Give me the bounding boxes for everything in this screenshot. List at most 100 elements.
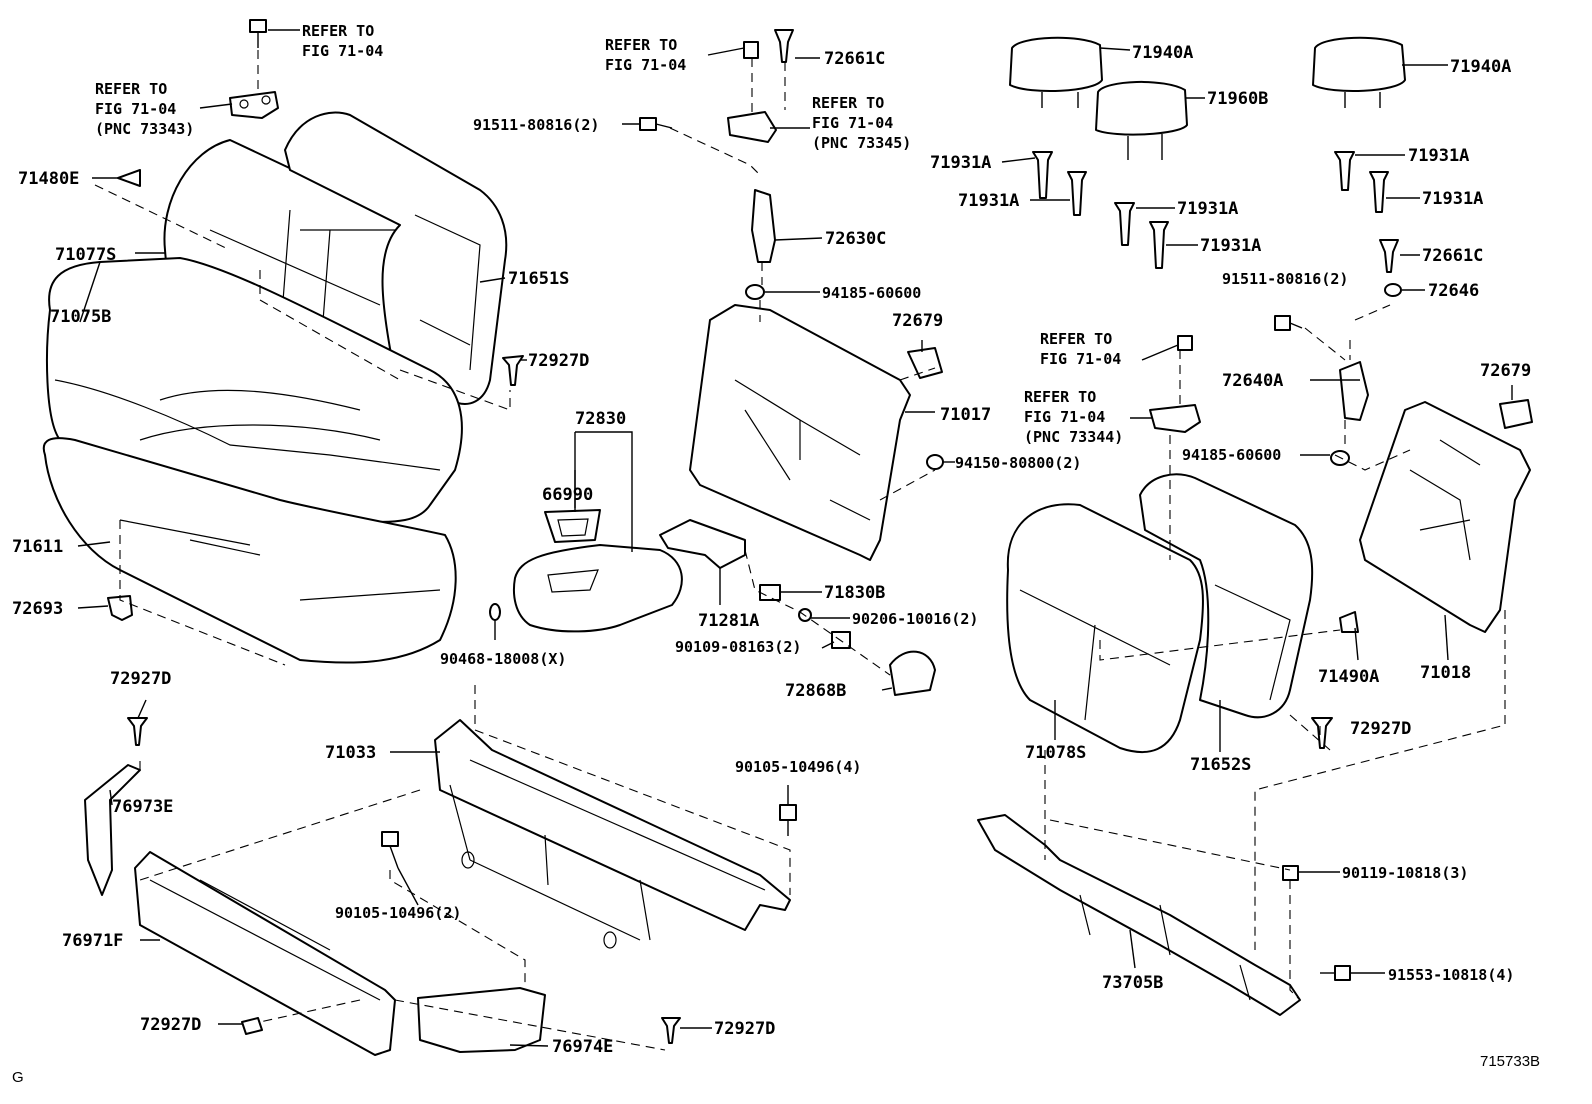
label-71931A-b: 71931A [958,191,1019,211]
label-71960B: 71960B [1207,89,1268,109]
label-72630C: 72630C [825,229,886,249]
label-72661C-b: 72661C [1422,246,1483,266]
label-76974E: 76974E [552,1037,613,1057]
label-72927D-c: 72927D [140,1015,201,1035]
pin-72661C-b [1379,239,1399,273]
label-refer-d-line1: REFER TO [812,94,884,112]
trim-76973E [84,764,141,896]
label-66990: 66990 [542,485,593,505]
label-71017: 71017 [940,405,991,425]
pin-72661C-a [774,29,794,63]
corner-label-left: G [12,1069,24,1086]
cover-72868B [889,650,936,696]
bolt-refer-c [743,41,759,59]
label-90105-10496-4: 90105-10496(4) [735,758,861,776]
label-71931A-a: 71931A [930,153,991,173]
nut-72646 [1384,283,1402,297]
label-72693: 72693 [12,599,63,619]
cup-holder-66990 [544,509,601,543]
label-94150-80800: 94150-80800(2) [955,454,1081,472]
guide-71931A-set [1032,151,1389,269]
label-71480E: 71480E [18,169,79,189]
clip-71490A [1339,611,1359,633]
label-refer-c-line1: REFER TO [605,36,677,54]
label-71931A-e: 71931A [1408,146,1469,166]
label-90468-18008: 90468-18008(X) [440,650,566,668]
label-71931A-c: 71931A [1177,199,1238,219]
seatback-71651S [284,111,508,405]
label-71931A-f: 71931A [1422,189,1483,209]
headrest-71960B [1095,81,1188,160]
label-71281A: 71281A [698,611,759,631]
label-71077S: 71077S [55,245,116,265]
label-90105-10496-2: 90105-10496(2) [335,904,461,922]
bolt-90105-2 [381,831,399,869]
label-refer-b-line3: (PNC 73343) [95,120,194,138]
label-refer-f-line3: (PNC 73344) [1024,428,1123,446]
hinge-73343 [229,91,279,119]
label-72927D-d: 72927D [714,1019,775,1039]
trim-76974E [417,987,546,1053]
label-72661C-a: 72661C [824,49,885,69]
label-76973E: 76973E [112,797,173,817]
nut-94185-a [745,284,765,300]
cover-72679-a [907,347,943,379]
label-71078S: 71078S [1025,743,1086,763]
bolt-90109 [831,631,851,649]
label-72927D-e: 72927D [1350,719,1411,739]
label-refer-b-line1: REFER TO [95,80,167,98]
label-90119-10818: 90119-10818(3) [1342,864,1468,882]
label-76971F: 76971F [62,931,123,951]
label-refer-d-line2: FIG 71-04 [812,114,893,132]
label-72927D-b: 72927D [110,669,171,689]
label-71018: 71018 [1420,663,1471,683]
label-refer-a-line1: REFER TO [302,22,374,40]
bolt-refer-a [249,19,267,48]
label-72927D-a: 72927D [528,351,589,371]
label-91511-80816-b: 91511-80816(2) [1222,270,1348,288]
nut-94150 [926,454,944,470]
headrest-71940A-a [1009,36,1103,108]
label-refer-e-line2: FIG 71-04 [1040,350,1121,368]
label-71651S: 71651S [508,269,569,289]
label-72646: 72646 [1428,281,1479,301]
label-71490A: 71490A [1318,667,1379,687]
bolt-refer-e [1177,335,1193,351]
seatback-71652S [1139,473,1314,719]
label-72640A: 72640A [1222,371,1283,391]
figure-code: 715733B [1480,1053,1540,1070]
label-refer-d-line3: (PNC 73345) [812,134,911,152]
label-90206-10016: 90206-10016(2) [852,610,978,628]
headrest-71940A-b [1312,36,1406,108]
bolt-91511-a [639,117,673,131]
label-90109-08163: 90109-08163(2) [675,638,801,656]
label-94185-60600-a: 94185-60600 [822,284,921,302]
label-71611: 71611 [12,537,63,557]
label-71075B: 71075B [50,307,111,327]
label-71940A-b: 71940A [1450,57,1511,77]
frame-71033 [434,719,791,949]
bolt-90119 [1282,865,1299,881]
label-refer-e-line1: REFER TO [1040,330,1112,348]
clip-72693 [107,595,133,621]
label-refer-f-line1: REFER TO [1024,388,1096,406]
label-91553-10818: 91553-10818(4) [1388,966,1514,984]
armrest-72830 [512,544,683,633]
lock-72640A [1339,361,1369,421]
label-94185-60600-b: 94185-60600 [1182,446,1281,464]
label-refer-b-line2: FIG 71-04 [95,100,176,118]
cushion-frame-71611 [42,437,457,664]
bolt-91553 [1320,965,1351,981]
bolt-91511-b [1274,315,1303,331]
label-73705B: 73705B [1102,973,1163,993]
label-72679-b: 72679 [1480,361,1531,381]
part-labels: REFER TO FIG 71-04 REFER TO FIG 71-04 (P… [12,22,1540,1086]
label-71940A-a: 71940A [1132,43,1193,63]
label-refer-c-line2: FIG 71-04 [605,56,686,74]
label-refer-f-line2: FIG 71-04 [1024,408,1105,426]
label-refer-a-line2: FIG 71-04 [302,42,383,60]
frame-71017 [689,304,911,561]
clip-71480E [117,169,141,187]
bolt-71830B [759,584,781,601]
seatback-71078S [1006,503,1204,754]
